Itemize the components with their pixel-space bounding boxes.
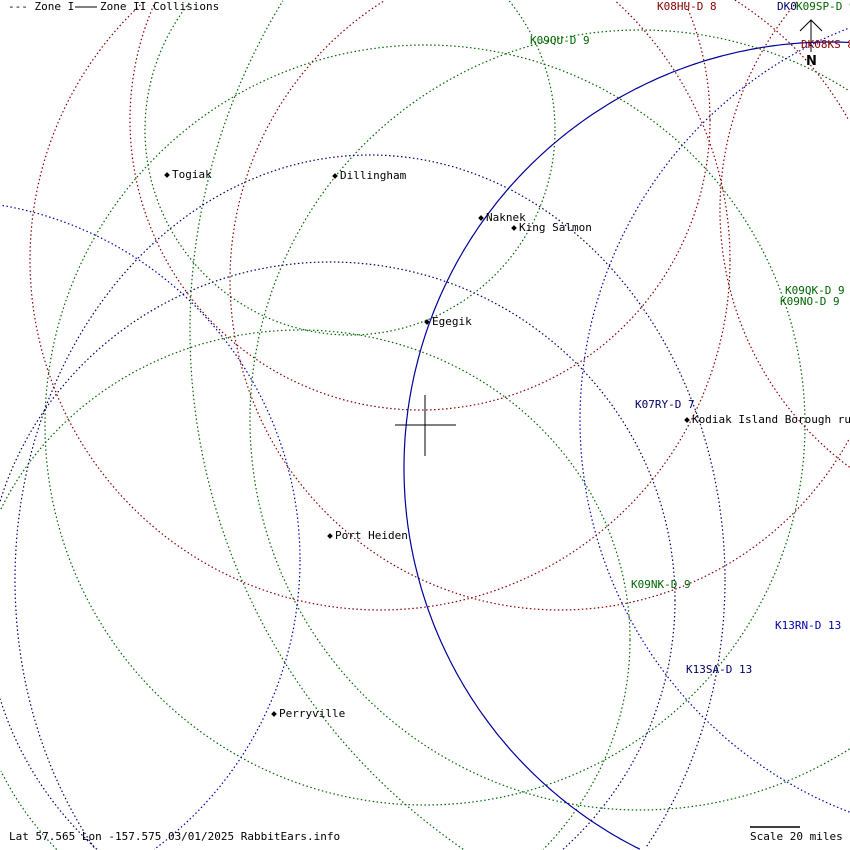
station-label[interactable]: K09SP-D 9 xyxy=(796,0,850,13)
contour-blue-k13rn xyxy=(579,27,850,813)
town-marker: Togiak xyxy=(164,168,212,181)
contour-darkred-east xyxy=(719,0,850,468)
north-arrow-icon xyxy=(799,19,823,52)
station-label[interactable]: K09NO-D 9 xyxy=(780,295,840,308)
station-label[interactable]: K08HU-D 8 xyxy=(657,0,717,13)
contour-green-sw xyxy=(0,770,58,850)
town-dot-icon xyxy=(424,319,430,325)
contour-navy-lower xyxy=(562,600,676,850)
station-label[interactable]: K13SA-D 13 xyxy=(686,663,753,676)
town-dot-icon xyxy=(327,533,333,539)
contour-blue-k13sa xyxy=(153,560,301,850)
station-label[interactable]: K13RN-D 13 xyxy=(775,619,842,632)
contour-navy-lower xyxy=(0,261,676,600)
contour-darkred-k08hu xyxy=(129,1,711,411)
town-name: King Salmon xyxy=(519,221,592,234)
contour-darkred-k08hu xyxy=(684,1,711,120)
contour-navy-lower xyxy=(0,698,98,850)
contour-navy-upper xyxy=(645,580,726,848)
town-marker: Naknek xyxy=(478,211,526,224)
contour-green-sw xyxy=(0,329,631,640)
contour-green-sw xyxy=(542,640,631,850)
zone2-collision-arc xyxy=(403,41,849,850)
crosshair-icon xyxy=(395,395,456,456)
station-label[interactable]: K09NK-D 9 xyxy=(631,578,691,591)
north-label: N xyxy=(806,54,817,69)
contour-green-top xyxy=(508,0,556,130)
station-label[interactable]: K09QU-D 9 xyxy=(530,34,590,47)
town-marker: Dillingham xyxy=(332,169,407,182)
town-dot-icon xyxy=(164,172,170,178)
town-name: Dillingham xyxy=(340,169,407,182)
town-dot-icon xyxy=(271,711,277,717)
town-name: Port Heiden xyxy=(335,529,408,542)
contour-green-nw xyxy=(189,0,464,850)
contour-darkred-mid xyxy=(616,1,731,260)
station-label[interactable]: DK0 xyxy=(777,0,797,13)
legend-zone1: --- Zone I xyxy=(8,0,75,13)
town-marker: Kodiak Island Borough rura xyxy=(684,413,850,426)
town-name: Perryville xyxy=(279,707,346,720)
town-name: Egegik xyxy=(432,315,472,328)
town-name: Kodiak Island Borough rura xyxy=(692,413,850,426)
contour-green-top xyxy=(144,0,556,336)
footer-info: Lat 57.565 Lon -157.575 03/01/2025 Rabbi… xyxy=(9,830,341,843)
town-name: Togiak xyxy=(172,168,212,181)
contour-darkred-left xyxy=(229,0,850,611)
town-dot-icon xyxy=(511,225,517,231)
town-marker: King Salmon xyxy=(511,221,592,234)
town-dot-icon xyxy=(684,417,690,423)
scale-label: Scale 20 miles xyxy=(750,830,843,843)
contour-navy-upper xyxy=(14,154,726,848)
station-label[interactable]: K07RY-D 7 xyxy=(635,398,695,411)
town-marker: Port Heiden xyxy=(327,529,408,542)
town-marker: Perryville xyxy=(271,707,346,720)
town-marker: Egegik xyxy=(424,315,472,328)
station-label[interactable]: K09QK-D 9 xyxy=(785,284,845,297)
town-dot-icon xyxy=(478,215,484,221)
station-label[interactable]: DK08KS 8 xyxy=(801,38,850,51)
legend-zone2: Zone II Collisions xyxy=(100,0,220,13)
contour-darkred-left xyxy=(734,0,850,121)
town-dot-icon xyxy=(332,173,338,179)
contour-darkred-mid xyxy=(29,1,731,611)
town-name: Naknek xyxy=(486,211,526,224)
